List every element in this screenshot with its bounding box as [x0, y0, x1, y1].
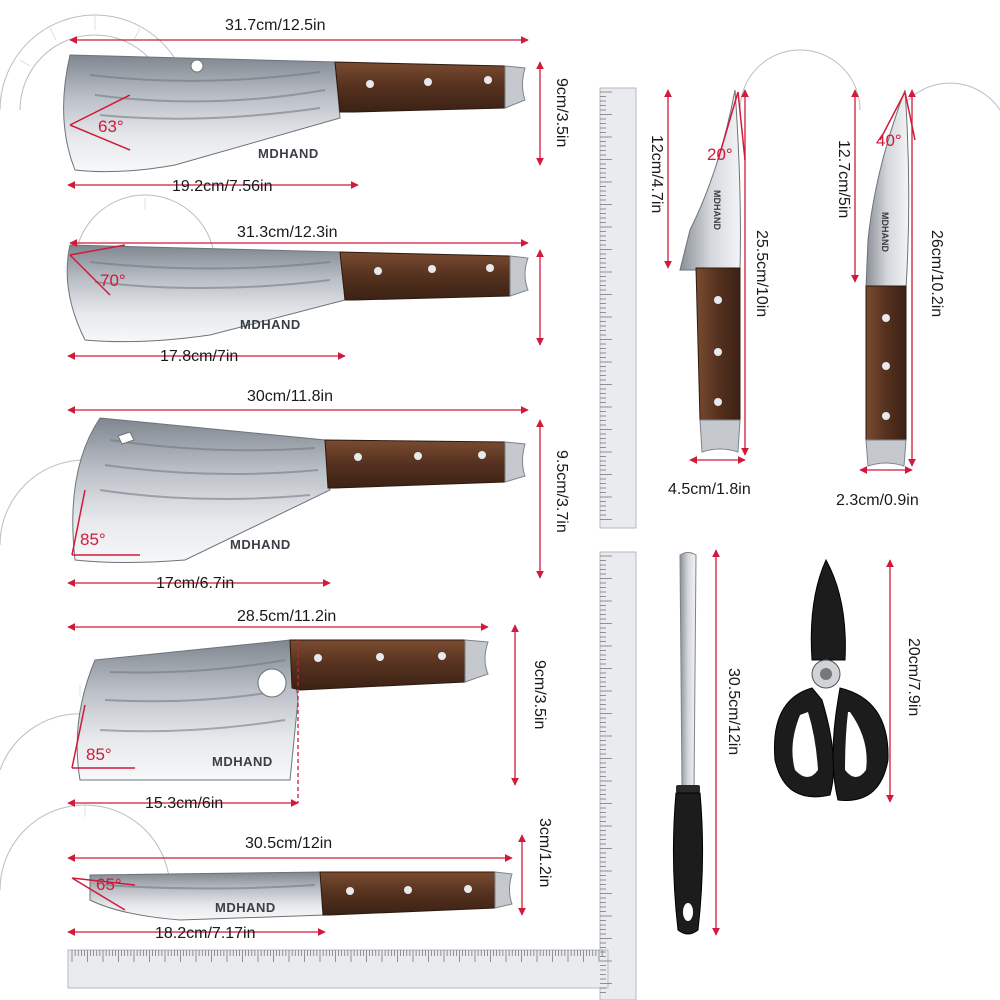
cleaver-3-height-label: 9.5cm/3.7in	[553, 450, 570, 533]
brand-logo: MDHAND	[240, 317, 301, 332]
boning-knife-width-label: 4.5cm/1.8in	[668, 481, 751, 498]
cleaver-1-length-label: 31.7cm/12.5in	[225, 17, 326, 34]
brand-logo: MDHAND	[215, 900, 276, 915]
kitchen-scissors-length-label: 20cm/7.9in	[905, 638, 922, 717]
cleaver-3-blade-label: 17cm/6.7in	[156, 575, 235, 592]
knife-5	[89, 871, 513, 921]
brand-logo: MDHAND	[712, 190, 722, 230]
knife-5-height-label: 3cm/1.2in	[536, 818, 553, 888]
cleaver-1-angle-label: 63°	[98, 117, 124, 136]
sharpening-rod	[672, 552, 704, 935]
ruler-ticks	[71, 91, 612, 993]
boning-knife-blade-label: 12cm/4.7in	[648, 135, 665, 214]
cleaver-4-height-label: 9cm/3.5in	[531, 660, 548, 730]
cleaver-3-length-label: 30cm/11.8in	[247, 388, 333, 405]
ruler-horizontal	[67, 949, 609, 989]
cleaver-4-angle-label: 85°	[86, 745, 112, 764]
cleaver-2-blade-label: 17.8cm/7in	[160, 348, 239, 365]
knife-5-angle-label: 65°	[96, 875, 122, 894]
cleaver-3-angle-label: 85°	[80, 530, 106, 549]
cleaver-4-length-label: 28.5cm/11.2in	[237, 608, 337, 625]
boning-knife-angle-label: 20°	[707, 145, 733, 164]
sharpening-rod-length-label: 30.5cm/12in	[725, 668, 742, 756]
cleaver-1-blade-label: 19.2cm/7.56in	[172, 178, 273, 195]
fillet-knife-length-label: 26cm/10.2in	[928, 230, 945, 318]
brand-logo: MDHAND	[258, 146, 319, 161]
dimension-lines	[67, 36, 916, 936]
fillet-knife-width-label: 2.3cm/0.9in	[836, 492, 919, 509]
brand-logo: MDHAND	[212, 754, 273, 769]
brand-logo: MDHAND	[230, 537, 291, 552]
knife-5-blade-label: 18.2cm/7.17in	[155, 925, 256, 942]
fillet-knife-angle-label: 40°	[876, 131, 902, 150]
cleaver-4-blade-label: 15.3cm/6in	[145, 795, 224, 812]
boning-knife-length-label: 25.5cm/10in	[753, 230, 770, 318]
cleaver-3	[72, 417, 526, 563]
knife-5-length-label: 30.5cm/12in	[245, 835, 333, 852]
fillet-knife-blade-label: 12.7cm/5in	[835, 140, 852, 219]
angle-wedges	[69, 91, 916, 911]
cleaver-1-height-label: 9cm/3.5in	[553, 78, 570, 148]
cleaver-4	[76, 639, 489, 781]
ruler-bottom-vertical	[599, 551, 637, 1000]
cleaver-1	[63, 54, 526, 173]
kitchen-scissors	[773, 558, 889, 801]
cleaver-2	[66, 244, 529, 343]
cleaver-2-length-label: 31.3cm/12.3in	[237, 224, 338, 241]
cleaver-2-angle-label: 70°	[100, 271, 126, 290]
brand-logo: MDHAND	[880, 212, 890, 252]
fillet-knife	[865, 89, 910, 467]
